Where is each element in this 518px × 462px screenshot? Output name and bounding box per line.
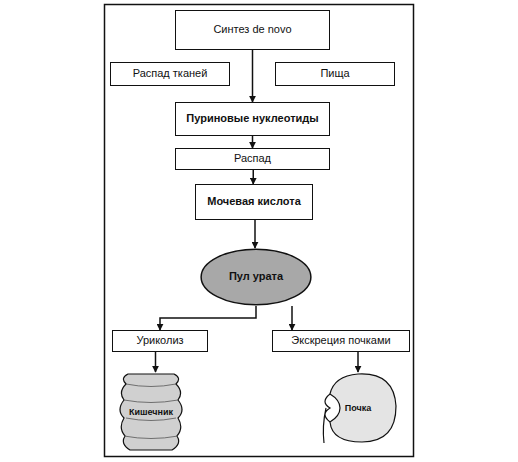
node-label: Кишечник [127,407,175,418]
breakdown-box: Распад [175,148,330,170]
node-label: Распад [232,152,273,165]
node-label: Синтез de novo [211,23,293,36]
node-label: Пуриновые нуклеотиды [184,112,320,125]
flow-arrow [357,352,359,372]
flow-arrow [160,306,256,330]
node-label: Почка [343,403,373,414]
flow-arrow [291,306,293,330]
synthesis-box: Синтез de novo [175,10,330,50]
tissue-breakdown-box: Распад тканей [110,62,230,86]
intestine-illustration: Кишечник [116,372,186,452]
node-label: Пул урата [227,270,285,283]
node-label: Пища [318,67,351,80]
urate-pool-ellipse: Пул урата [200,248,312,306]
frame-border [105,5,414,457]
node-label: Распад тканей [131,67,210,80]
flow-arrow [254,220,256,248]
flow-arrow [252,136,254,148]
food-box: Пища [275,62,395,86]
renal-excretion-box: Экскреция почками [272,330,410,352]
flow-arrow [252,50,254,102]
node-label: Уриколиз [134,334,185,347]
uricolysis-box: Уриколиз [112,330,208,352]
node-label: Мочевая кислота [205,195,303,208]
uric-acid-box: Мочевая кислота [195,184,313,220]
flow-arrow [155,352,157,372]
flow-arrow [253,170,255,184]
nucleotides-box: Пуриновые нуклеотиды [175,102,330,136]
node-label: Экскреция почками [289,334,392,347]
kidney-illustration: Почка [318,372,398,444]
